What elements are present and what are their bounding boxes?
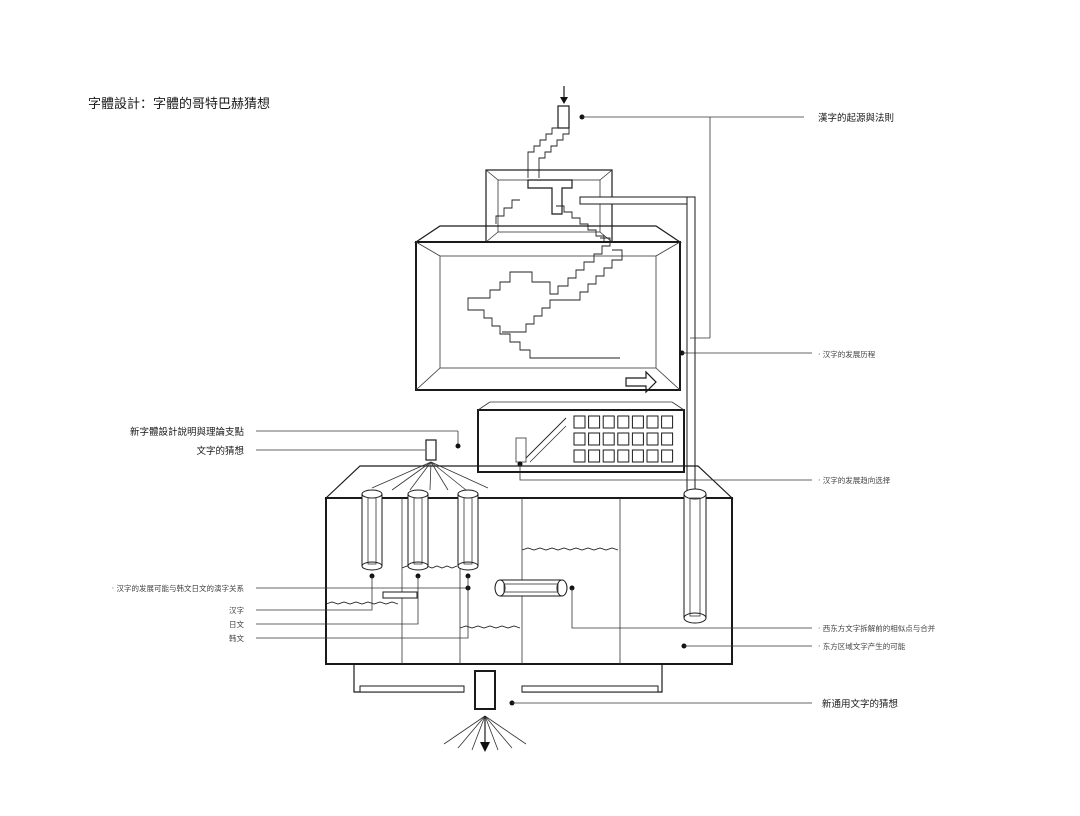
keypad-key (602, 432, 615, 446)
label-explain: 新字體設計說明與理論支點 (130, 426, 245, 438)
keypad-key (602, 415, 615, 429)
keypad-key (661, 415, 674, 429)
page-title: 字體設計：字體的哥特巴赫猜想 (88, 96, 270, 112)
label-hanwen: 韩文 (229, 633, 244, 643)
keypad-key (646, 415, 659, 429)
input-chute (557, 105, 570, 129)
tube-3 (457, 489, 479, 571)
tube-1 (361, 489, 383, 571)
horizontal-tube (494, 579, 568, 597)
label-trend: · 汉字的发展趋向选择 (818, 475, 891, 485)
keypad-key (617, 415, 630, 429)
keypad-key (646, 432, 659, 446)
label-origin: 漢字的起源與法則 (818, 112, 894, 124)
label-scope: · 东方区域文字产生的可能 (818, 641, 906, 651)
keypad-key (617, 449, 630, 463)
label-history: · 汉字的发展历程 (818, 349, 876, 359)
label-guess: 文字的猜想 (196, 445, 244, 457)
control-panel (477, 401, 685, 473)
label-similar: · 西东方文字拆解前的相似点与合并 (818, 623, 936, 633)
keypad-key (602, 449, 615, 463)
base-machine (324, 465, 734, 665)
keypad-key (588, 415, 601, 429)
keypad-key (661, 432, 674, 446)
keypad-key (631, 432, 644, 446)
bottom-outlet (353, 664, 663, 752)
right-tall-tube (683, 488, 707, 624)
keypad-key (646, 449, 659, 463)
keypad-key (631, 449, 644, 463)
keypad-key (588, 432, 601, 446)
label-hanzi: 汉字 (229, 605, 244, 615)
label-relation: · 汉字的发展可能与韩文日文的演字关系 (112, 583, 245, 593)
keypad (573, 415, 674, 463)
display-staircase (467, 237, 620, 359)
keypad-key (588, 449, 601, 463)
label-riwen: 日文 (229, 619, 244, 629)
emitter (371, 439, 489, 491)
keypad-key (617, 432, 630, 446)
display-box (414, 225, 682, 394)
tube-2 (407, 489, 429, 571)
callout-lines (256, 114, 812, 706)
label-newscript: 新通用文字的猜想 (822, 698, 899, 710)
keypad-key (573, 415, 586, 429)
keypad-key (631, 415, 644, 429)
input-arrow (560, 86, 568, 104)
keypad-key (661, 449, 674, 463)
upper-frame (485, 169, 613, 243)
keypad-key (573, 449, 586, 463)
keypad-key (573, 432, 586, 446)
upper-staircase (527, 127, 570, 178)
